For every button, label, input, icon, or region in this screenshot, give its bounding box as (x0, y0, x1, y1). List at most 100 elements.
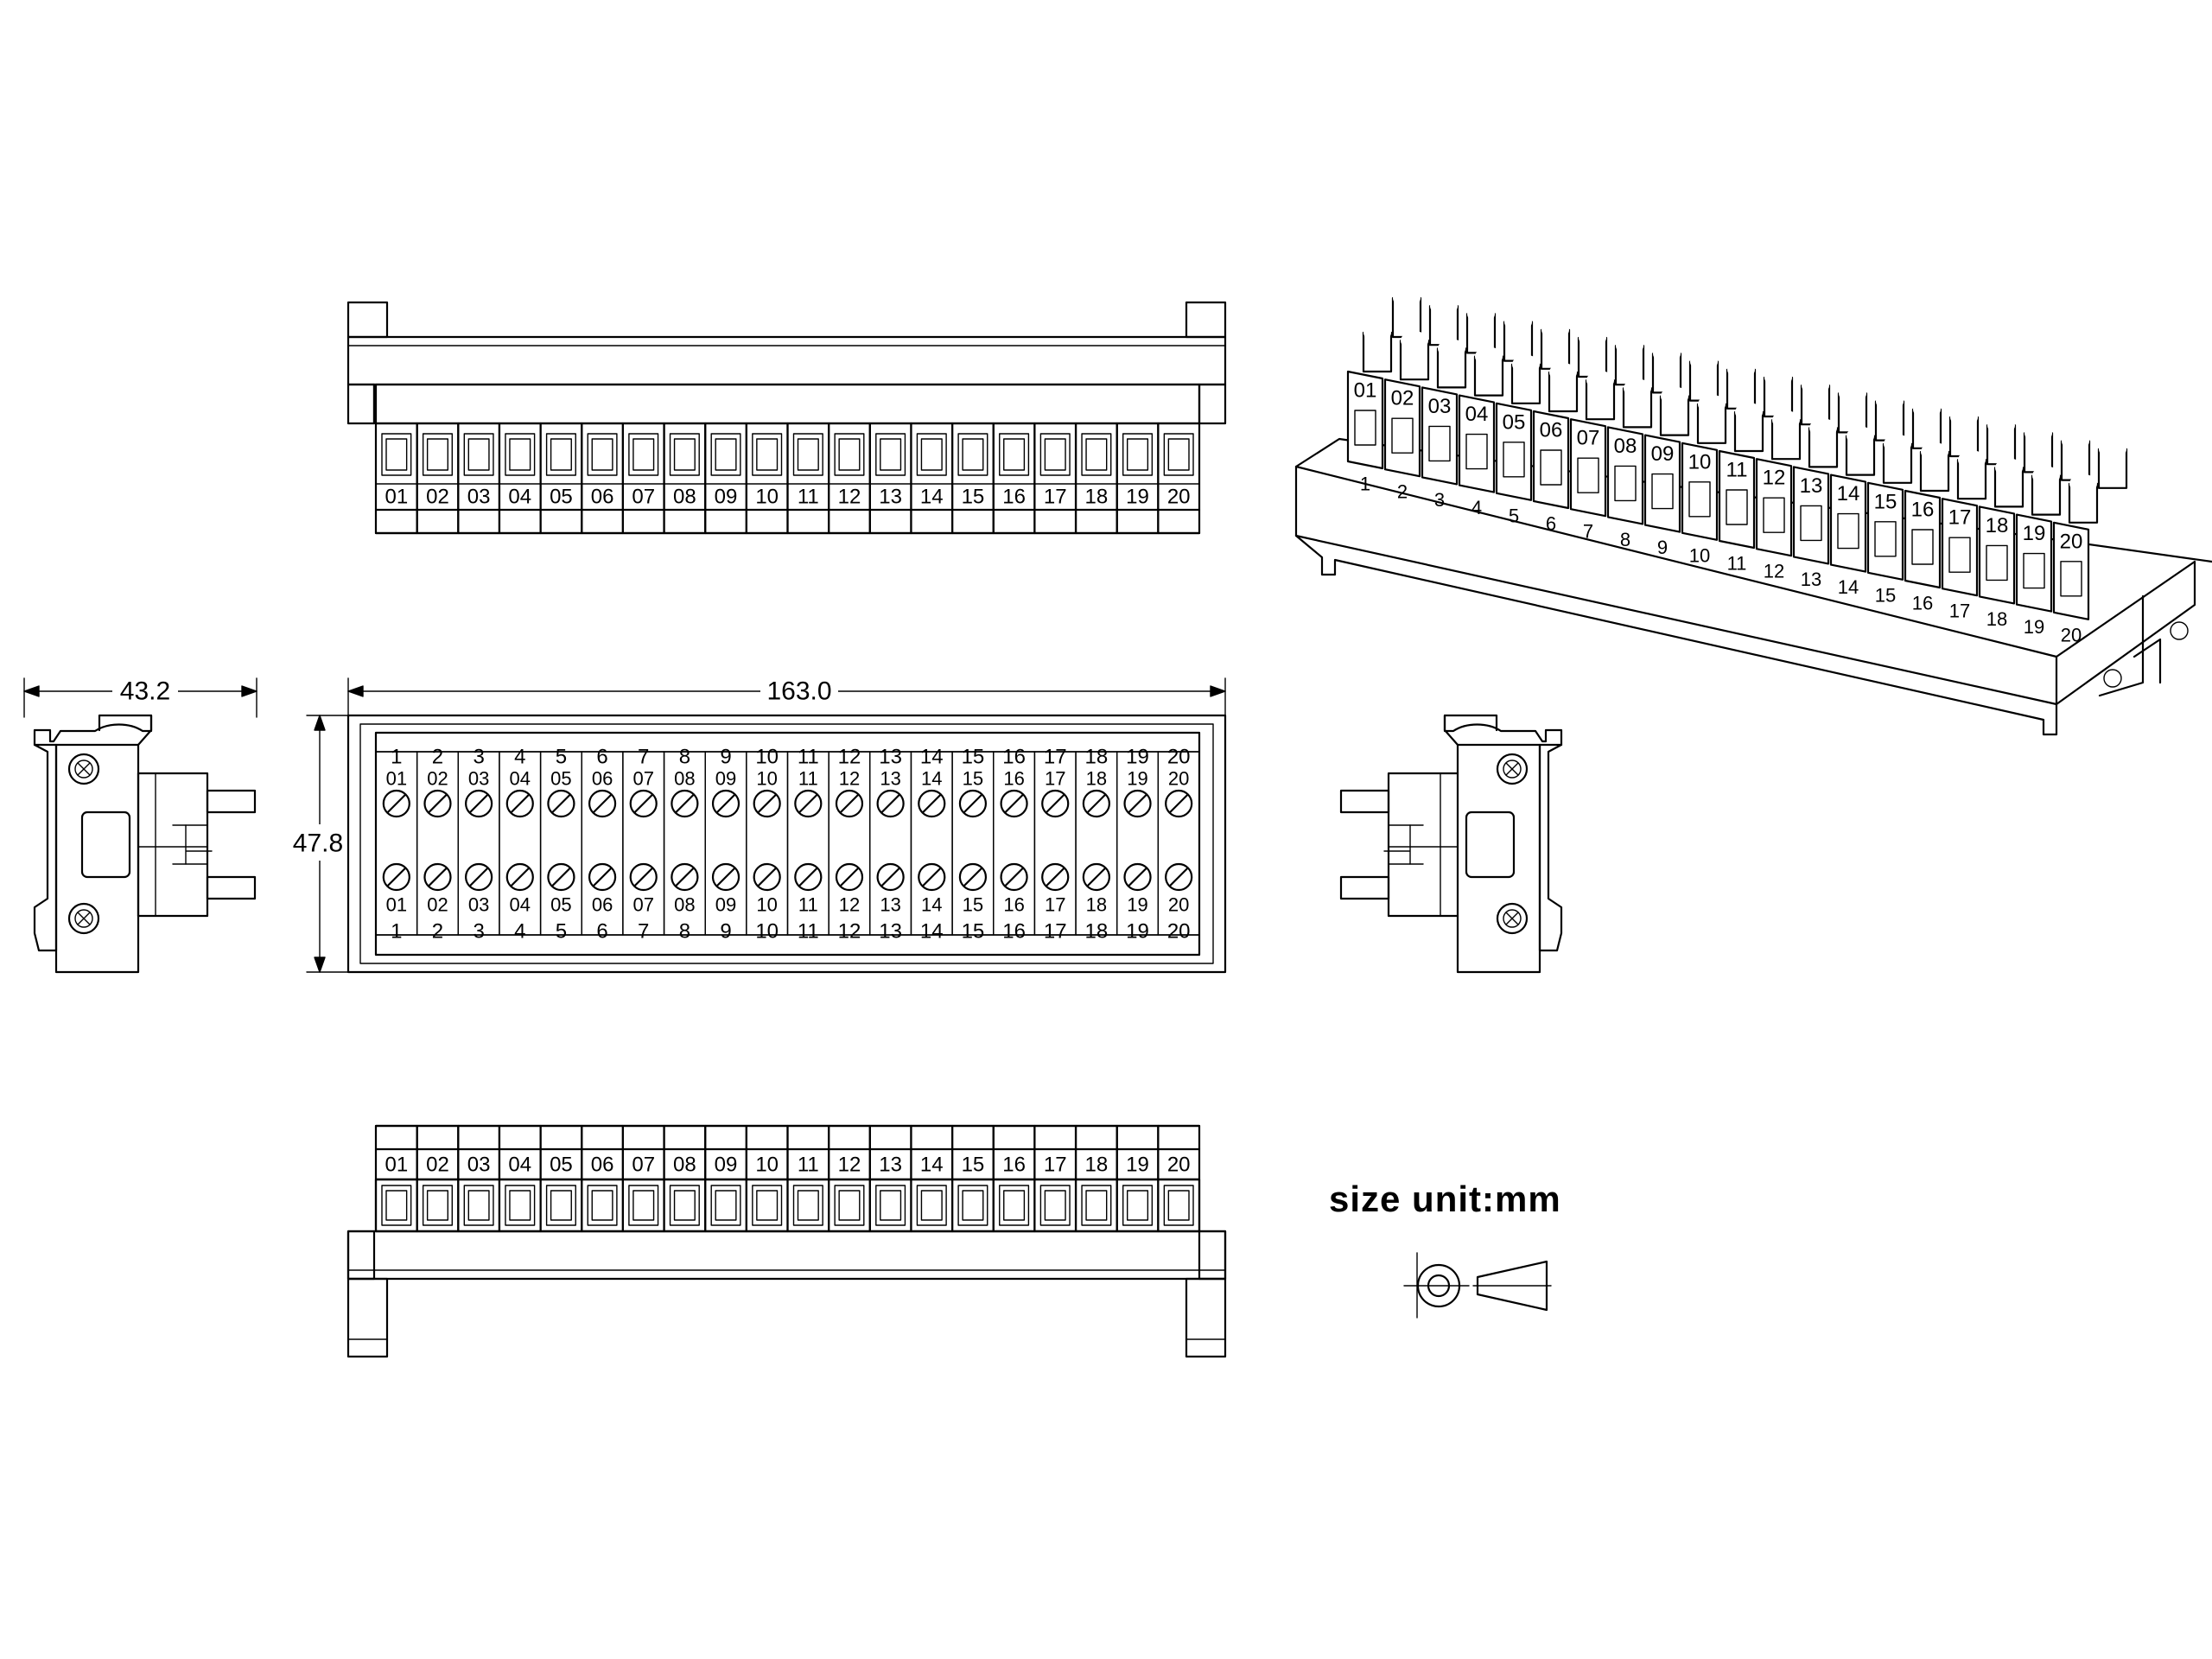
wire-entry-inner (1126, 1190, 1149, 1221)
terminal-small-label-top: 08 (674, 768, 695, 790)
wire-entry-inner (756, 438, 779, 471)
top-view-right-clip (1185, 301, 1227, 339)
wire-entry (1354, 410, 1376, 446)
terminal-number-bottom: 10 (755, 920, 779, 944)
terminal-number-top: 12 (838, 746, 861, 769)
screw-top (835, 789, 864, 818)
iso-terminal-label: 17 (1948, 506, 1972, 530)
screw-top (547, 789, 575, 818)
screw-slot-bottom (1086, 867, 1106, 887)
wire-entry (669, 1185, 700, 1226)
terminal-number-top: 16 (1002, 746, 1026, 769)
screw-slot-top (1169, 793, 1189, 814)
terminal-number-bottom: 16 (1002, 920, 1026, 944)
wire-entry-inner (591, 438, 613, 471)
wire-entry (752, 433, 783, 476)
screw-slot-bottom (715, 867, 736, 887)
wire-entry (1428, 425, 1451, 462)
iso-rail-number: 5 (1509, 505, 1519, 526)
screw-top (382, 789, 410, 818)
wire-entry (1986, 544, 2008, 582)
rear-screw-head (1764, 368, 1792, 387)
wire-entry (545, 433, 576, 476)
terminal-small-label-bottom: 10 (756, 894, 777, 916)
terminal-number-bottom: 19 (1126, 920, 1149, 944)
screw-bottom (958, 862, 988, 892)
front-screw-head (1772, 410, 1800, 430)
projection-symbol (1403, 1252, 1552, 1319)
wire-entry (1039, 1185, 1071, 1226)
terminal-cell (1157, 751, 1200, 936)
terminal-small-label-top: 09 (715, 768, 736, 790)
terminal-number-top: 7 (638, 746, 649, 769)
terminal-number-top: 10 (755, 746, 779, 769)
terminal-small-label-bottom: 06 (592, 894, 613, 916)
wire-entry (1391, 417, 1414, 454)
screw-slot-top (633, 793, 653, 814)
wire-entry (999, 1185, 1030, 1226)
terminal-label: 03 (467, 1154, 491, 1177)
wire-entry (834, 1185, 865, 1226)
screw-slot-top (386, 793, 406, 814)
wire-entry (505, 1185, 536, 1226)
terminal-face (1421, 386, 1459, 486)
front-screw-head (1624, 378, 1651, 398)
wire-entry (1540, 449, 1562, 486)
screw-slot-bottom (386, 867, 406, 887)
wire-entry (1163, 1185, 1194, 1226)
wire-entry-inner (509, 1190, 531, 1221)
wire-entry (505, 433, 536, 476)
screw-top (876, 789, 905, 818)
rear-screw-head (2024, 423, 2052, 443)
wire-entry-inner (1167, 1190, 1190, 1221)
screw-top (1041, 789, 1070, 818)
terminal-small-label-top: 11 (798, 768, 818, 790)
front-screw-head (1698, 394, 1726, 414)
terminal-number-top: 15 (962, 746, 985, 769)
terminal-small-label-bottom: 15 (963, 894, 983, 916)
size-unit-note: size unit:mm (1329, 1179, 1560, 1319)
iso-terminal-label: 16 (1911, 499, 1935, 522)
wire-entry (1081, 433, 1112, 476)
wire-entry-inner (920, 438, 943, 471)
screw-bottom (876, 862, 905, 892)
screw-bottom (588, 862, 617, 892)
front-screw-head (1735, 403, 1763, 422)
iso-terminal-label: 06 (1540, 419, 1563, 442)
wire-entry (1948, 537, 1971, 573)
terminal-small-label-bottom: 02 (427, 894, 448, 916)
terminal-small-label-bottom: 05 (550, 894, 571, 916)
wire-entry (1503, 442, 1525, 478)
terminal-small-label-top: 16 (1003, 768, 1024, 790)
iso-rail-number: 6 (1546, 513, 1556, 535)
terminal-number-bottom: 11 (798, 920, 819, 944)
terminal-label: 17 (1044, 1154, 1067, 1177)
wire-entry (875, 1185, 906, 1226)
screw-slot-top (922, 793, 942, 814)
wire-entry-inner (509, 438, 531, 471)
wire-entry (463, 433, 494, 476)
terminal-label: 16 (1002, 1154, 1026, 1177)
iso-terminal-label: 14 (1837, 482, 1860, 505)
screw-slot-bottom (592, 867, 613, 887)
terminal-face (1755, 458, 1793, 557)
screw-slot-top (757, 793, 777, 814)
wire-entry (999, 433, 1030, 476)
terminal-label: 09 (715, 1154, 738, 1177)
screw-bottom (465, 862, 493, 892)
wire-entry (1726, 489, 1748, 525)
screw-slot-bottom (880, 867, 900, 887)
wire-entry (957, 433, 988, 476)
terminal-label: 15 (962, 486, 985, 509)
terminal-label: 02 (426, 486, 449, 509)
terminal-number-top: 6 (596, 746, 607, 769)
terminal-face (1495, 402, 1533, 501)
terminal-face (1569, 418, 1607, 518)
plan-view-terminals: 1010112020223030334040445050556060667070… (375, 746, 1200, 944)
terminal-label: 02 (426, 1154, 449, 1177)
terminal-face (2015, 513, 2053, 613)
terminal-number-top: 13 (879, 746, 902, 769)
terminal-number-bottom: 15 (962, 920, 985, 944)
plan-view: 163.0 47.8 10101120202230303340404450505… (293, 677, 1227, 974)
